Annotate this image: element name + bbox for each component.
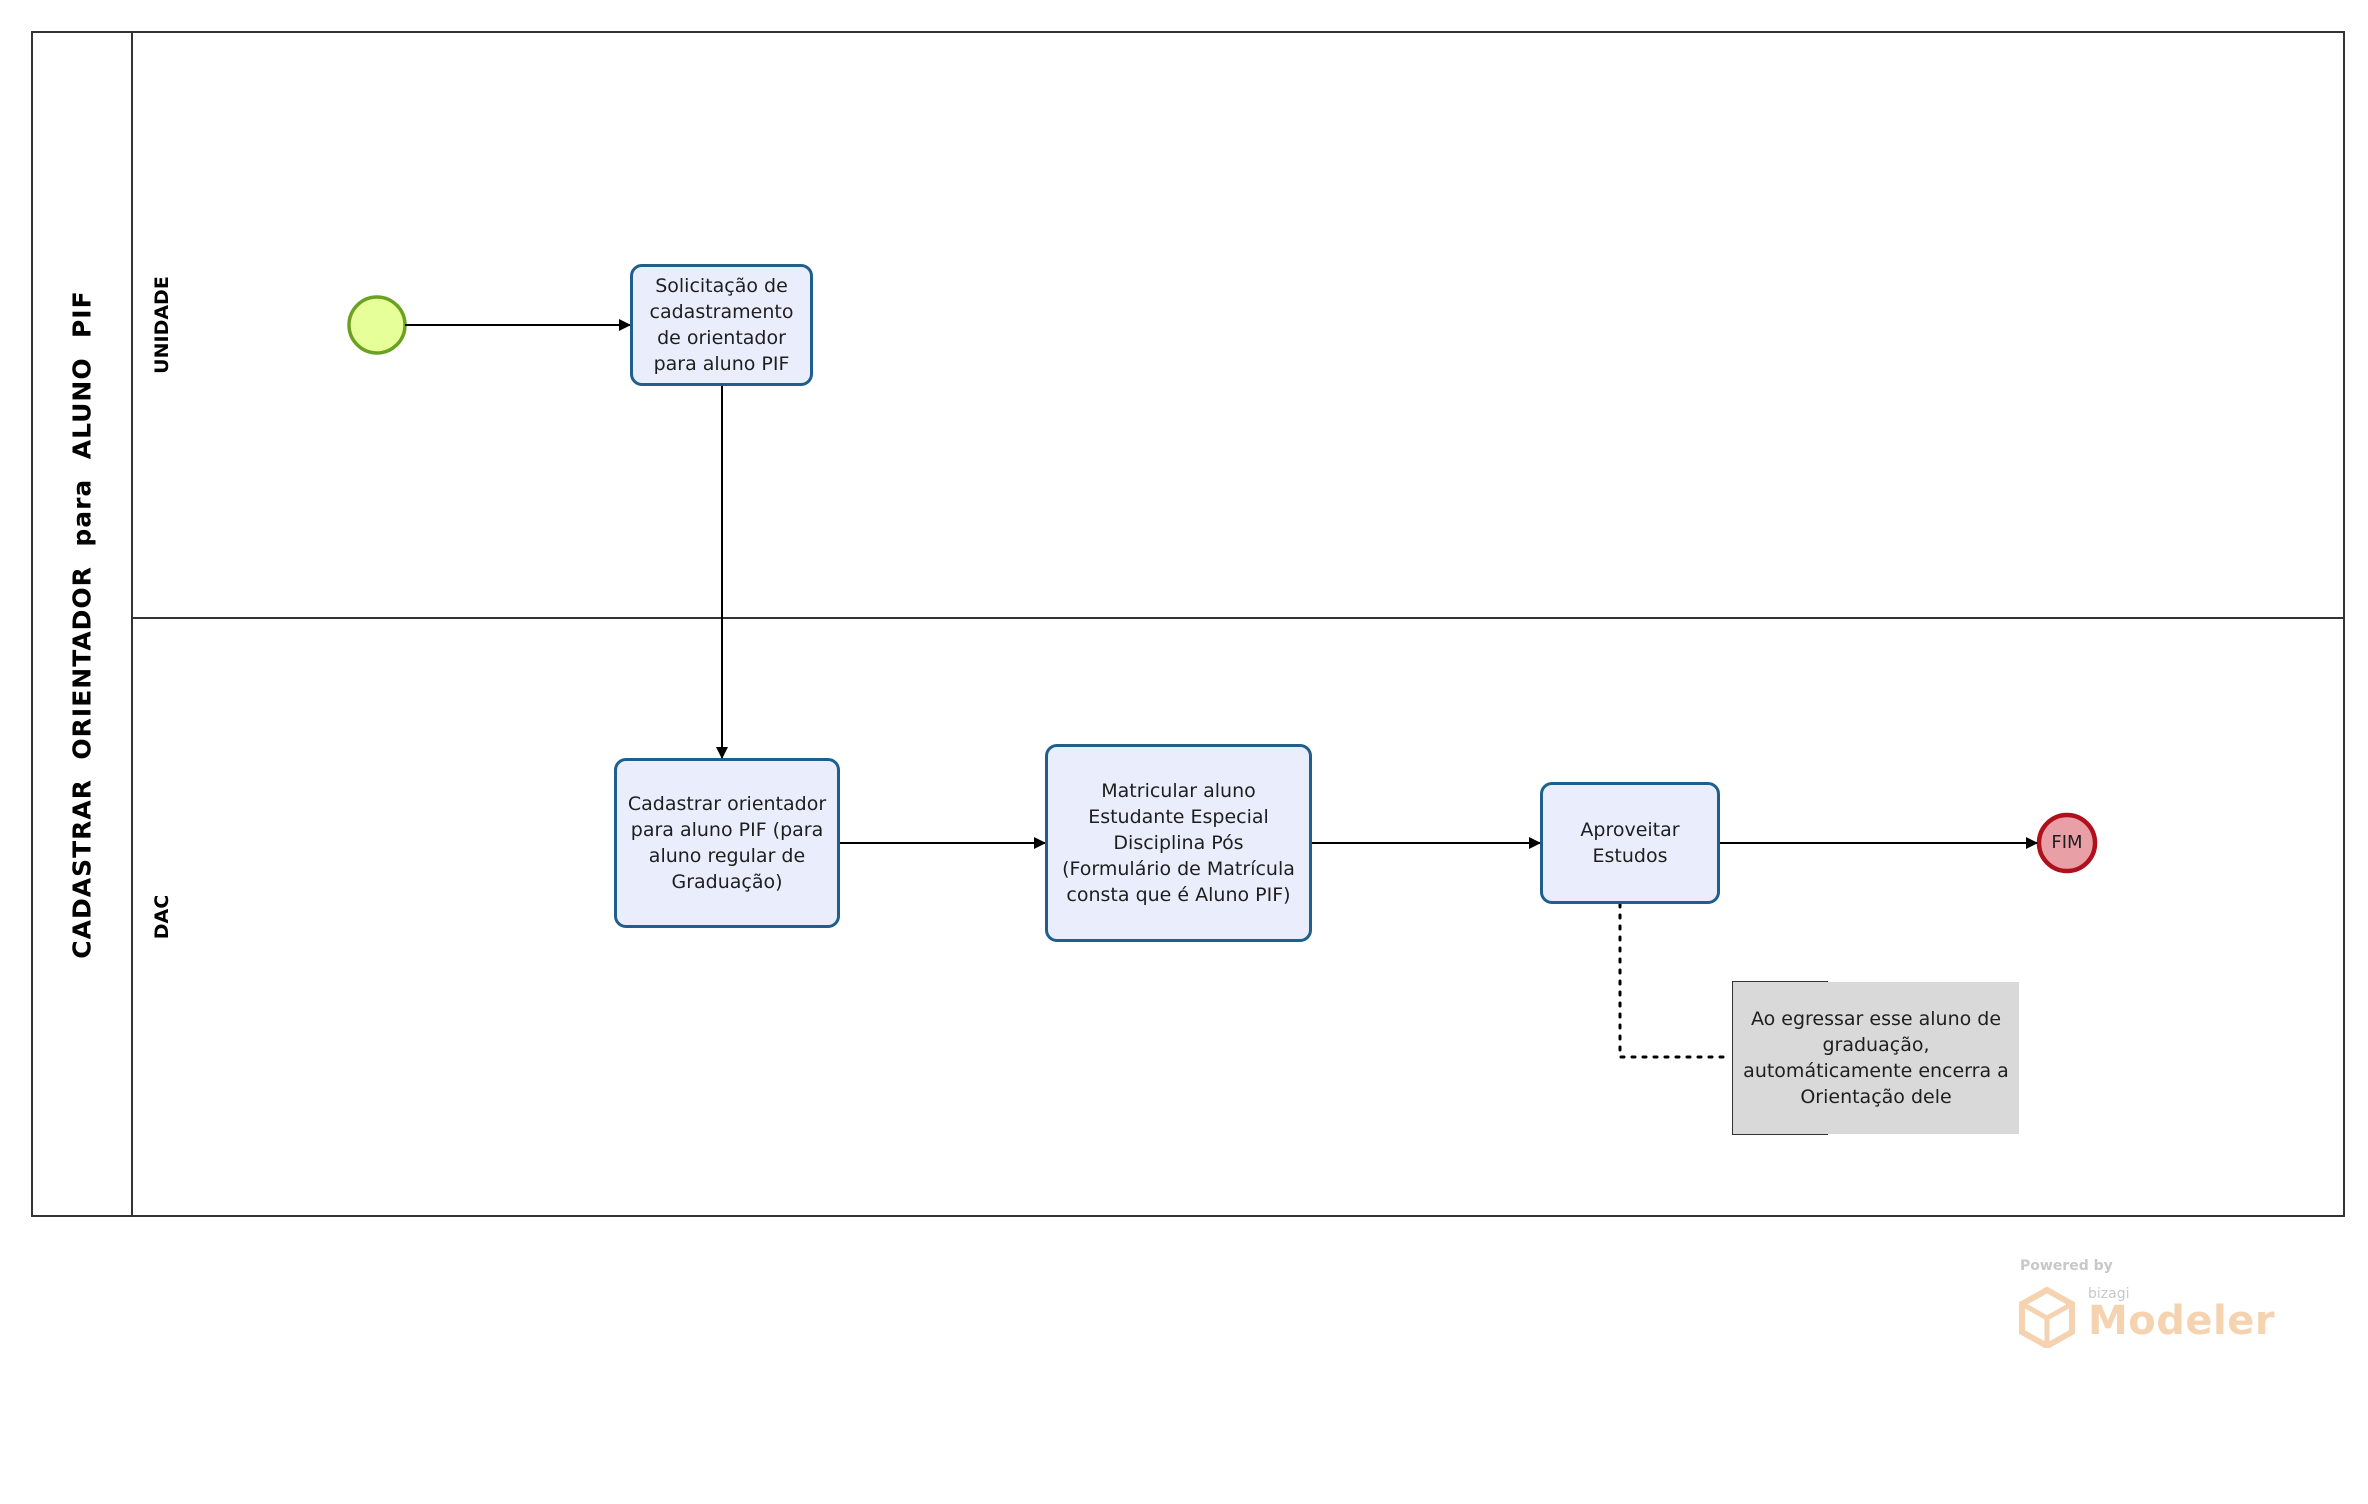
bizagi-watermark: Powered by bizagi Modeler [2018,1258,2275,1348]
annotation-association[interactable] [1618,902,1730,1059]
task-matricular-aluno[interactable]: Matricular aluno Estudante Especial Disc… [1045,744,1312,942]
lane-unidade-title: UNIDADE [151,276,174,374]
task-matricular-label: Matricular aluno Estudante Especial Disc… [1062,780,1295,906]
annotation-text: Ao egressar esse aluno de graduação, aut… [1743,1008,2009,1108]
watermark-brand: bizagi [2088,1286,2130,1302]
start-event[interactable] [347,295,407,355]
watermark-product: Modeler [2088,1298,2276,1344]
task-aproveitar-label: Aproveitar Estudos [1580,819,1680,867]
task-cadastrar-label: Cadastrar orientador para aluno PIF (par… [627,793,827,893]
task-aproveitar-estudos[interactable]: Aproveitar Estudos [1540,782,1720,904]
task-solicitacao[interactable]: Solicitação de cadastramento de orientad… [630,264,813,386]
pool-title: CADASTRAR ORIENTADOR para ALUNO PIF [32,32,132,1216]
text-annotation[interactable]: Ao egressar esse aluno de graduação, aut… [1733,982,2019,1134]
bizagi-logo-icon [2019,1286,2075,1348]
watermark-powered-by: Powered by [2020,1258,2113,1274]
end-event[interactable] [2036,812,2098,874]
pool-border [31,31,2345,1217]
lane-dac-title: DAC [150,894,173,940]
lane-unidade: UNIDADE [132,32,192,618]
pool-title-text: CADASTRAR ORIENTADOR para ALUNO PIF [67,289,97,959]
task-cadastrar-orientador[interactable]: Cadastrar orientador para aluno PIF (par… [614,758,840,928]
end-event-label: FIM [2051,832,2083,853]
lane-dac: DAC [132,618,192,1216]
task-solicitacao-label: Solicitação de cadastramento de orientad… [649,275,794,375]
